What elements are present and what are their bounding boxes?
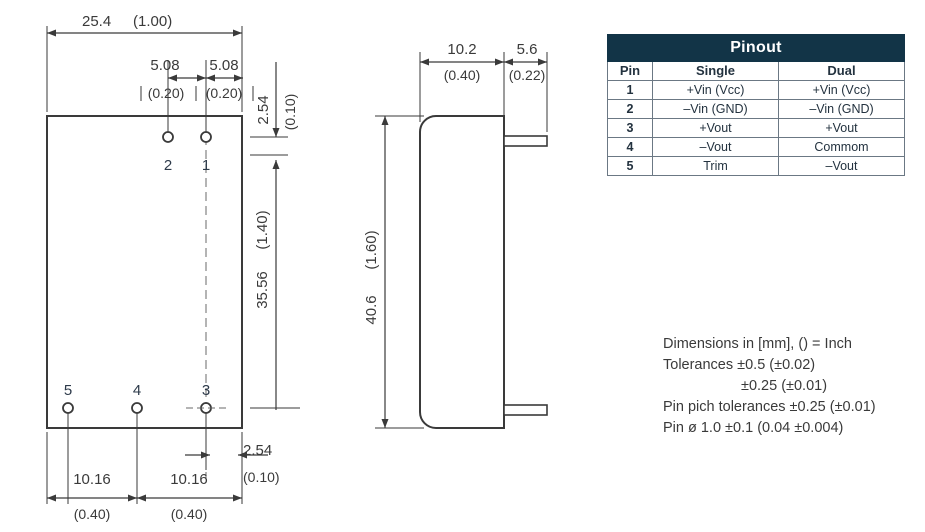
pinout-table: Pinout Pin Single Dual 1 +Vin (Vcc) +Vin…: [607, 34, 905, 176]
pin-hole-4: [131, 402, 143, 414]
table-row: 5 Trim –Vout: [607, 156, 905, 176]
dim-text-overall-height-inch: (1.60): [363, 230, 380, 269]
pin-hole-2: [162, 131, 174, 143]
pinout-cell-dual: –Vout: [778, 156, 905, 176]
dim-text-bottom-pitch-right-mm: 10.16: [170, 471, 208, 488]
dim-text-bottom-pitch-left-mm: 10.16: [73, 471, 111, 488]
dim-text-body-depth-inch: (0.40): [444, 67, 481, 83]
pinout-header-single: Single: [652, 61, 779, 81]
dim-text-pin-length-inch: (0.22): [509, 67, 546, 83]
front-view-geometry: [46, 26, 300, 504]
pinout-cell-single: +Vout: [652, 118, 779, 138]
pin-hole-1: [200, 131, 212, 143]
dim-text-pitch-left-inch: (0.20): [148, 85, 185, 101]
dim-text-bottom-offset-inch: (0.10): [243, 469, 280, 485]
pinout-header-row: Pin Single Dual: [607, 61, 905, 81]
pin-label-3: 3: [202, 382, 210, 399]
table-row: 2 –Vin (GND) –Vin (GND): [607, 99, 905, 119]
dim-text-body-height-inch: (1.40): [254, 210, 271, 249]
dim-text-body-height-mm: 35.56: [254, 271, 271, 309]
dim-text-bottom-offset-mm: 2.54: [243, 442, 272, 459]
dim-text-pitch-left-mm: 5.08: [150, 57, 179, 74]
pinout-table-head: Pinout Pin Single Dual: [607, 34, 905, 81]
side-view-geometry: [375, 52, 548, 429]
dim-text-overall-width-mm: 25.4: [82, 13, 111, 30]
dim-text-top-offset-inch: (0.10): [282, 94, 298, 131]
pinout-cell-single: Trim: [652, 156, 779, 176]
side-view-body-outline: [419, 115, 505, 429]
pinout-cell-single: –Vout: [652, 137, 779, 157]
pinout-cell-pin: 4: [607, 137, 653, 157]
dim-text-bottom-pitch-right-inch: (0.40): [171, 506, 208, 522]
pinout-cell-dual: Commom: [778, 137, 905, 157]
table-row: 4 –Vout Commom: [607, 137, 905, 157]
note-line-tolerances: Tolerances ±0.5 (±0.02): [663, 357, 816, 373]
pin-hole-5: [62, 402, 74, 414]
pinout-cell-single: +Vin (Vcc): [652, 80, 779, 100]
dim-text-pitch-right-mm: 5.08: [209, 57, 238, 74]
pin-label-1: 1: [202, 157, 210, 174]
note-line-pin-pitch-tolerance: Pin pich tolerances ±0.25 (±0.01): [663, 399, 876, 415]
front-view-body-outline: [46, 115, 243, 429]
pinout-header-dual: Dual: [778, 61, 905, 81]
pinout-cell-pin: 1: [607, 80, 653, 100]
pinout-title-row: Pinout: [607, 34, 905, 62]
table-row: 3 +Vout +Vout: [607, 118, 905, 138]
drawing-notes: Dimensions in [mm], () = Inch Tolerances…: [663, 334, 925, 439]
pinout-cell-dual: –Vin (GND): [778, 99, 905, 119]
dim-text-pitch-right-inch: (0.20): [206, 85, 243, 101]
side-view-pin-top: [503, 135, 548, 147]
note-line-pin-diameter: Pin ø 1.0 ±0.1 (0.04 ±0.004): [663, 420, 844, 436]
pinout-cell-pin: 2: [607, 99, 653, 119]
pinout-header-pin: Pin: [607, 61, 653, 81]
table-row: 1 +Vin (Vcc) +Vin (Vcc): [607, 80, 905, 100]
dim-text-overall-height-mm: 40.6: [363, 295, 380, 324]
note-line-tolerances-second: ±0.25 (±0.01): [741, 378, 828, 394]
dim-text-top-offset-mm: 2.54: [255, 95, 272, 124]
dim-text-pin-length-mm: 5.6: [517, 41, 538, 58]
pinout-cell-pin: 3: [607, 118, 653, 138]
pin-label-5: 5: [64, 382, 72, 399]
pin-label-2: 2: [164, 157, 172, 174]
pinout-cell-single: –Vin (GND): [652, 99, 779, 119]
pinout-cell-dual: +Vout: [778, 118, 905, 138]
side-view-pin-bottom: [503, 404, 548, 416]
note-line-dimensions: Dimensions in [mm], () = Inch: [663, 336, 852, 352]
dim-text-overall-width-inch: (1.00): [133, 13, 172, 30]
pinout-cell-dual: +Vin (Vcc): [778, 80, 905, 100]
pinout-cell-pin: 5: [607, 156, 653, 176]
dim-text-bottom-pitch-left-inch: (0.40): [74, 506, 111, 522]
pinout-title: Pinout: [607, 34, 905, 62]
pin-label-4: 4: [133, 382, 141, 399]
dim-text-body-depth-mm: 10.2: [447, 41, 476, 58]
pinout-table-body: 1 +Vin (Vcc) +Vin (Vcc) 2 –Vin (GND) –Vi…: [607, 80, 905, 176]
